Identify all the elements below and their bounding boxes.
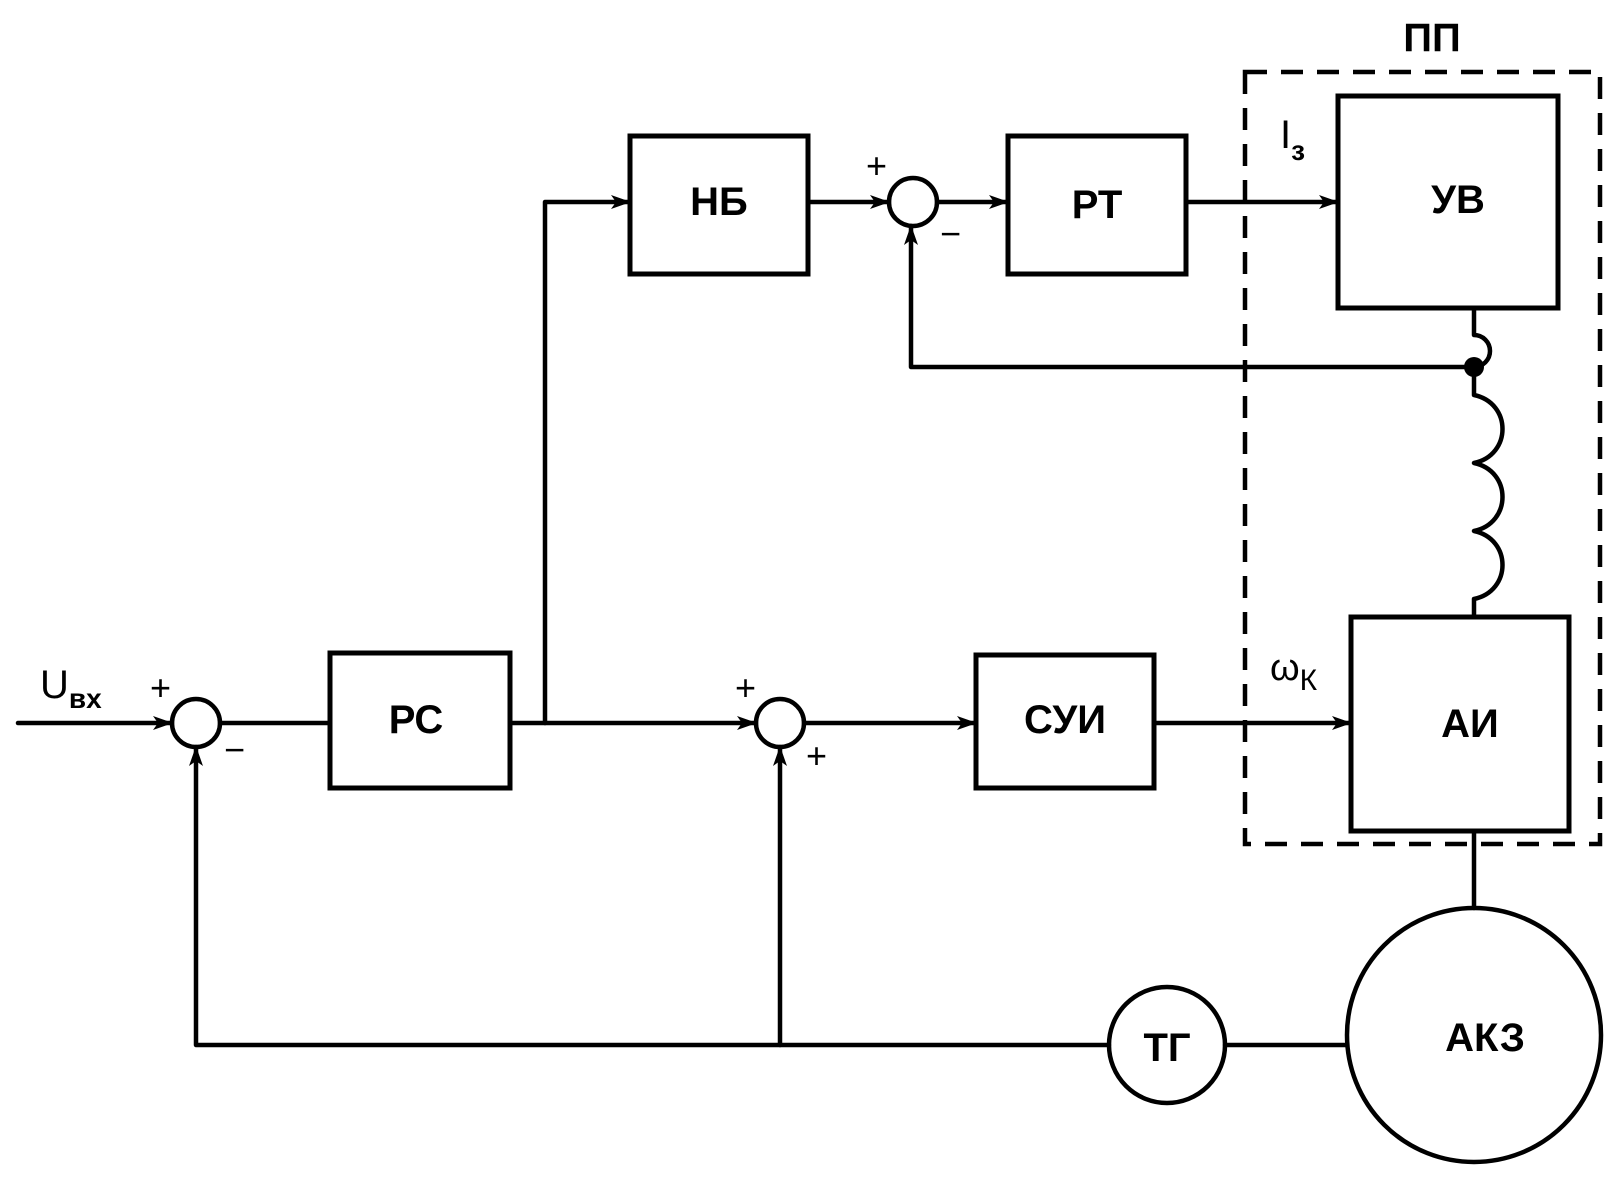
ai-block bbox=[1348, 614, 1572, 834]
nb-block bbox=[627, 133, 811, 277]
tg-label: ТГ bbox=[1143, 1026, 1190, 1070]
speed-feedback-line bbox=[189, 744, 1112, 1048]
sum-junction-top bbox=[886, 175, 940, 229]
current-signal-label: Iз bbox=[1280, 113, 1305, 166]
sum-junction-middle bbox=[753, 696, 807, 750]
uv-label: УВ bbox=[1431, 178, 1485, 222]
sign-top-minus: − bbox=[940, 213, 961, 254]
sign-input-plus: + bbox=[150, 667, 171, 708]
sum-junction-input bbox=[169, 696, 223, 750]
rt-block bbox=[1005, 133, 1189, 277]
inductor-coil bbox=[1471, 305, 1505, 620]
rs-label: РС bbox=[389, 698, 444, 742]
sign-top-plus: + bbox=[866, 145, 887, 186]
rt-label: РТ bbox=[1072, 183, 1123, 227]
line-rs-branch-to-nb bbox=[542, 195, 633, 726]
freq-signal-label: ωК bbox=[1270, 647, 1318, 697]
akz-label: АКЗ bbox=[1445, 1016, 1525, 1060]
sign-input-minus: − bbox=[224, 729, 245, 770]
nb-label: НБ bbox=[690, 180, 748, 224]
pp-frame bbox=[1242, 69, 1603, 847]
sign-middle-plus-left: + bbox=[735, 667, 756, 708]
rs-block bbox=[327, 650, 513, 791]
input-signal-label: Uвх bbox=[40, 663, 102, 714]
current-feedback-line bbox=[904, 223, 1477, 370]
sui-label: СУИ bbox=[1024, 698, 1106, 742]
pp-frame-label: ПП bbox=[1403, 16, 1461, 60]
sign-middle-plus-bottom: + bbox=[806, 735, 827, 776]
ai-label: АИ bbox=[1441, 702, 1499, 746]
